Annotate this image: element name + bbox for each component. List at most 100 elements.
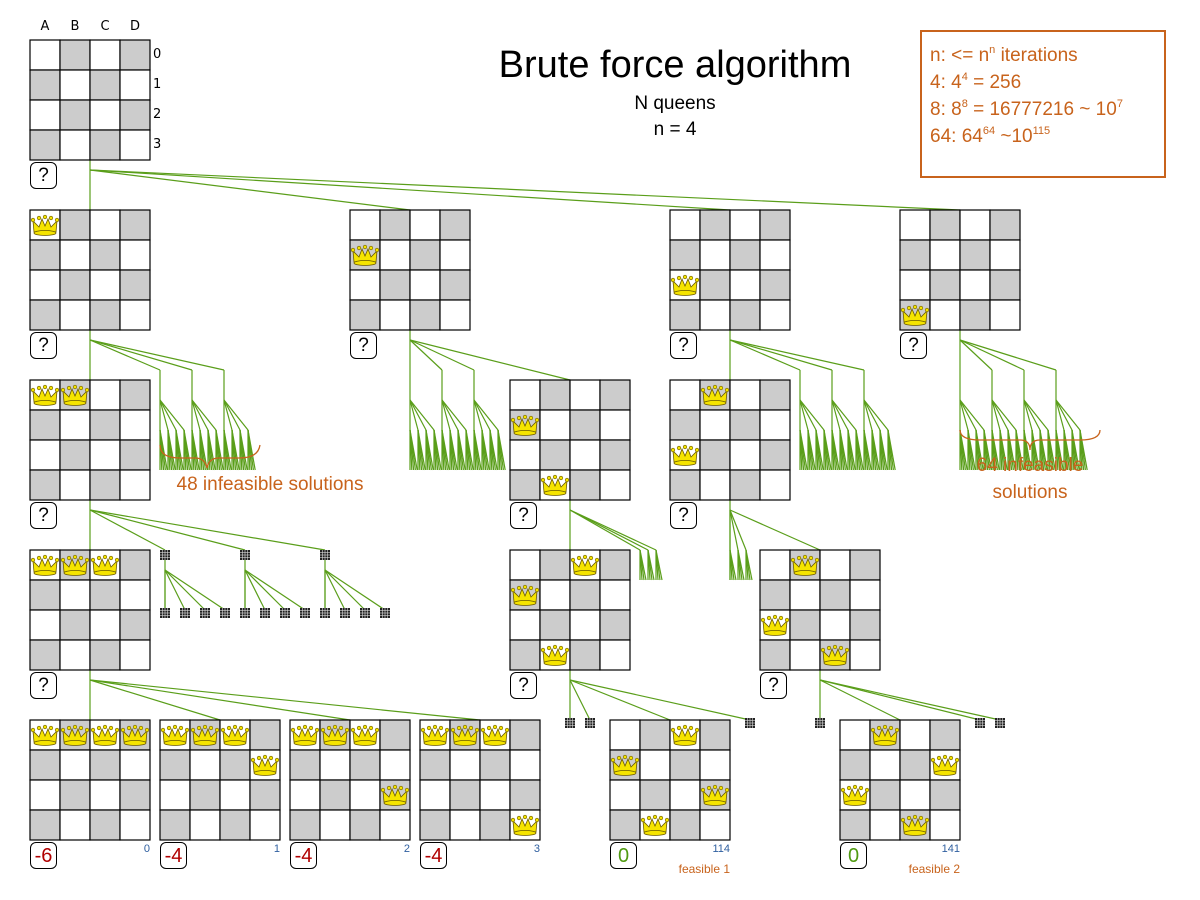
board-square	[59, 99, 91, 131]
board-square	[759, 579, 791, 611]
tree-edge	[967, 429, 976, 471]
board-square	[219, 749, 251, 781]
tree-edge	[569, 679, 671, 721]
tree-edge	[231, 429, 240, 471]
board-square	[959, 299, 991, 331]
board-square	[379, 719, 411, 751]
score-badge: ?	[670, 502, 697, 529]
tree-edge	[729, 339, 865, 371]
board-square	[59, 439, 91, 471]
board-square	[639, 779, 671, 811]
board-square	[119, 549, 151, 581]
board-square	[89, 809, 121, 841]
board-square	[59, 239, 91, 271]
board-square	[29, 779, 61, 811]
board-square	[609, 779, 641, 811]
board-square	[869, 749, 901, 781]
queen-icon	[320, 724, 350, 746]
board-square	[929, 809, 961, 841]
board-square	[29, 639, 61, 671]
board-square	[989, 209, 1021, 241]
board-square	[599, 469, 631, 501]
board-square	[89, 579, 121, 611]
mini-board-icon	[280, 608, 290, 618]
tree-edge	[223, 399, 241, 431]
tree-edge	[819, 679, 981, 721]
score-badge: ?	[510, 672, 537, 699]
tree-edge	[441, 399, 451, 431]
chess-board	[349, 209, 471, 331]
board-square	[119, 469, 151, 501]
chess-board	[509, 379, 631, 501]
board-square	[319, 809, 351, 841]
board-square	[29, 99, 61, 131]
tree-edge	[433, 429, 442, 471]
mini-board-icon	[995, 718, 1005, 728]
tree-edge	[1007, 429, 1016, 471]
edges-layer	[89, 160, 1088, 721]
board-square	[569, 439, 601, 471]
board-square	[419, 749, 451, 781]
board-square	[219, 809, 251, 841]
queen-icon	[220, 724, 250, 746]
chess-board	[669, 379, 791, 501]
board-square	[59, 639, 91, 671]
score-badge: -6	[30, 842, 57, 869]
board-square	[289, 809, 321, 841]
tree-edge	[729, 509, 747, 551]
board-square	[729, 379, 761, 411]
mini-board-icon	[220, 608, 230, 618]
tree-edge	[473, 399, 499, 431]
board-square	[319, 749, 351, 781]
board-square	[89, 239, 121, 271]
board-square	[989, 299, 1021, 331]
board-square	[29, 809, 61, 841]
tree-edge	[409, 429, 418, 471]
board-square	[219, 779, 251, 811]
tree-edge	[167, 429, 176, 471]
diagram-subtitle: N queens	[634, 93, 716, 114]
board-square	[639, 719, 671, 751]
board-square	[119, 239, 151, 271]
tree-edge	[729, 509, 821, 551]
board-square	[119, 409, 151, 441]
tree-edge	[409, 399, 427, 431]
queen-icon	[790, 554, 820, 576]
score-badge: ?	[30, 502, 57, 529]
board-square	[89, 749, 121, 781]
board-square	[479, 749, 511, 781]
board-square	[869, 779, 901, 811]
chess-board	[29, 379, 151, 501]
queen-icon	[90, 554, 120, 576]
score-badge: ?	[900, 332, 927, 359]
board-square	[759, 439, 791, 471]
tree-edge	[729, 509, 739, 551]
tree-edge	[159, 399, 169, 431]
right-infeasible-label-line2: solutions	[992, 482, 1068, 503]
score-badge: ?	[30, 332, 57, 359]
board-square	[599, 579, 631, 611]
board-square	[699, 439, 731, 471]
tree-edge	[831, 399, 857, 431]
tree-edge	[799, 429, 808, 471]
mini-board-icon	[240, 608, 250, 618]
queen-icon	[870, 724, 900, 746]
board-square	[119, 579, 151, 611]
tree-edge	[417, 429, 426, 471]
tree-edge	[441, 429, 450, 471]
queen-icon	[60, 384, 90, 406]
left-infeasible-label: 48 infeasible solutions	[176, 474, 364, 495]
row-label-2: 2	[153, 107, 162, 122]
board-square	[669, 469, 701, 501]
board-square	[479, 779, 511, 811]
board-square	[449, 779, 481, 811]
queen-icon	[820, 644, 850, 666]
board-square	[159, 809, 191, 841]
chess-board	[29, 549, 151, 671]
chess-board	[29, 719, 151, 841]
tree-edge	[164, 569, 206, 611]
queen-icon	[120, 724, 150, 746]
tree-edge	[441, 399, 459, 431]
queen-icon	[30, 724, 60, 746]
board-square	[609, 809, 641, 841]
